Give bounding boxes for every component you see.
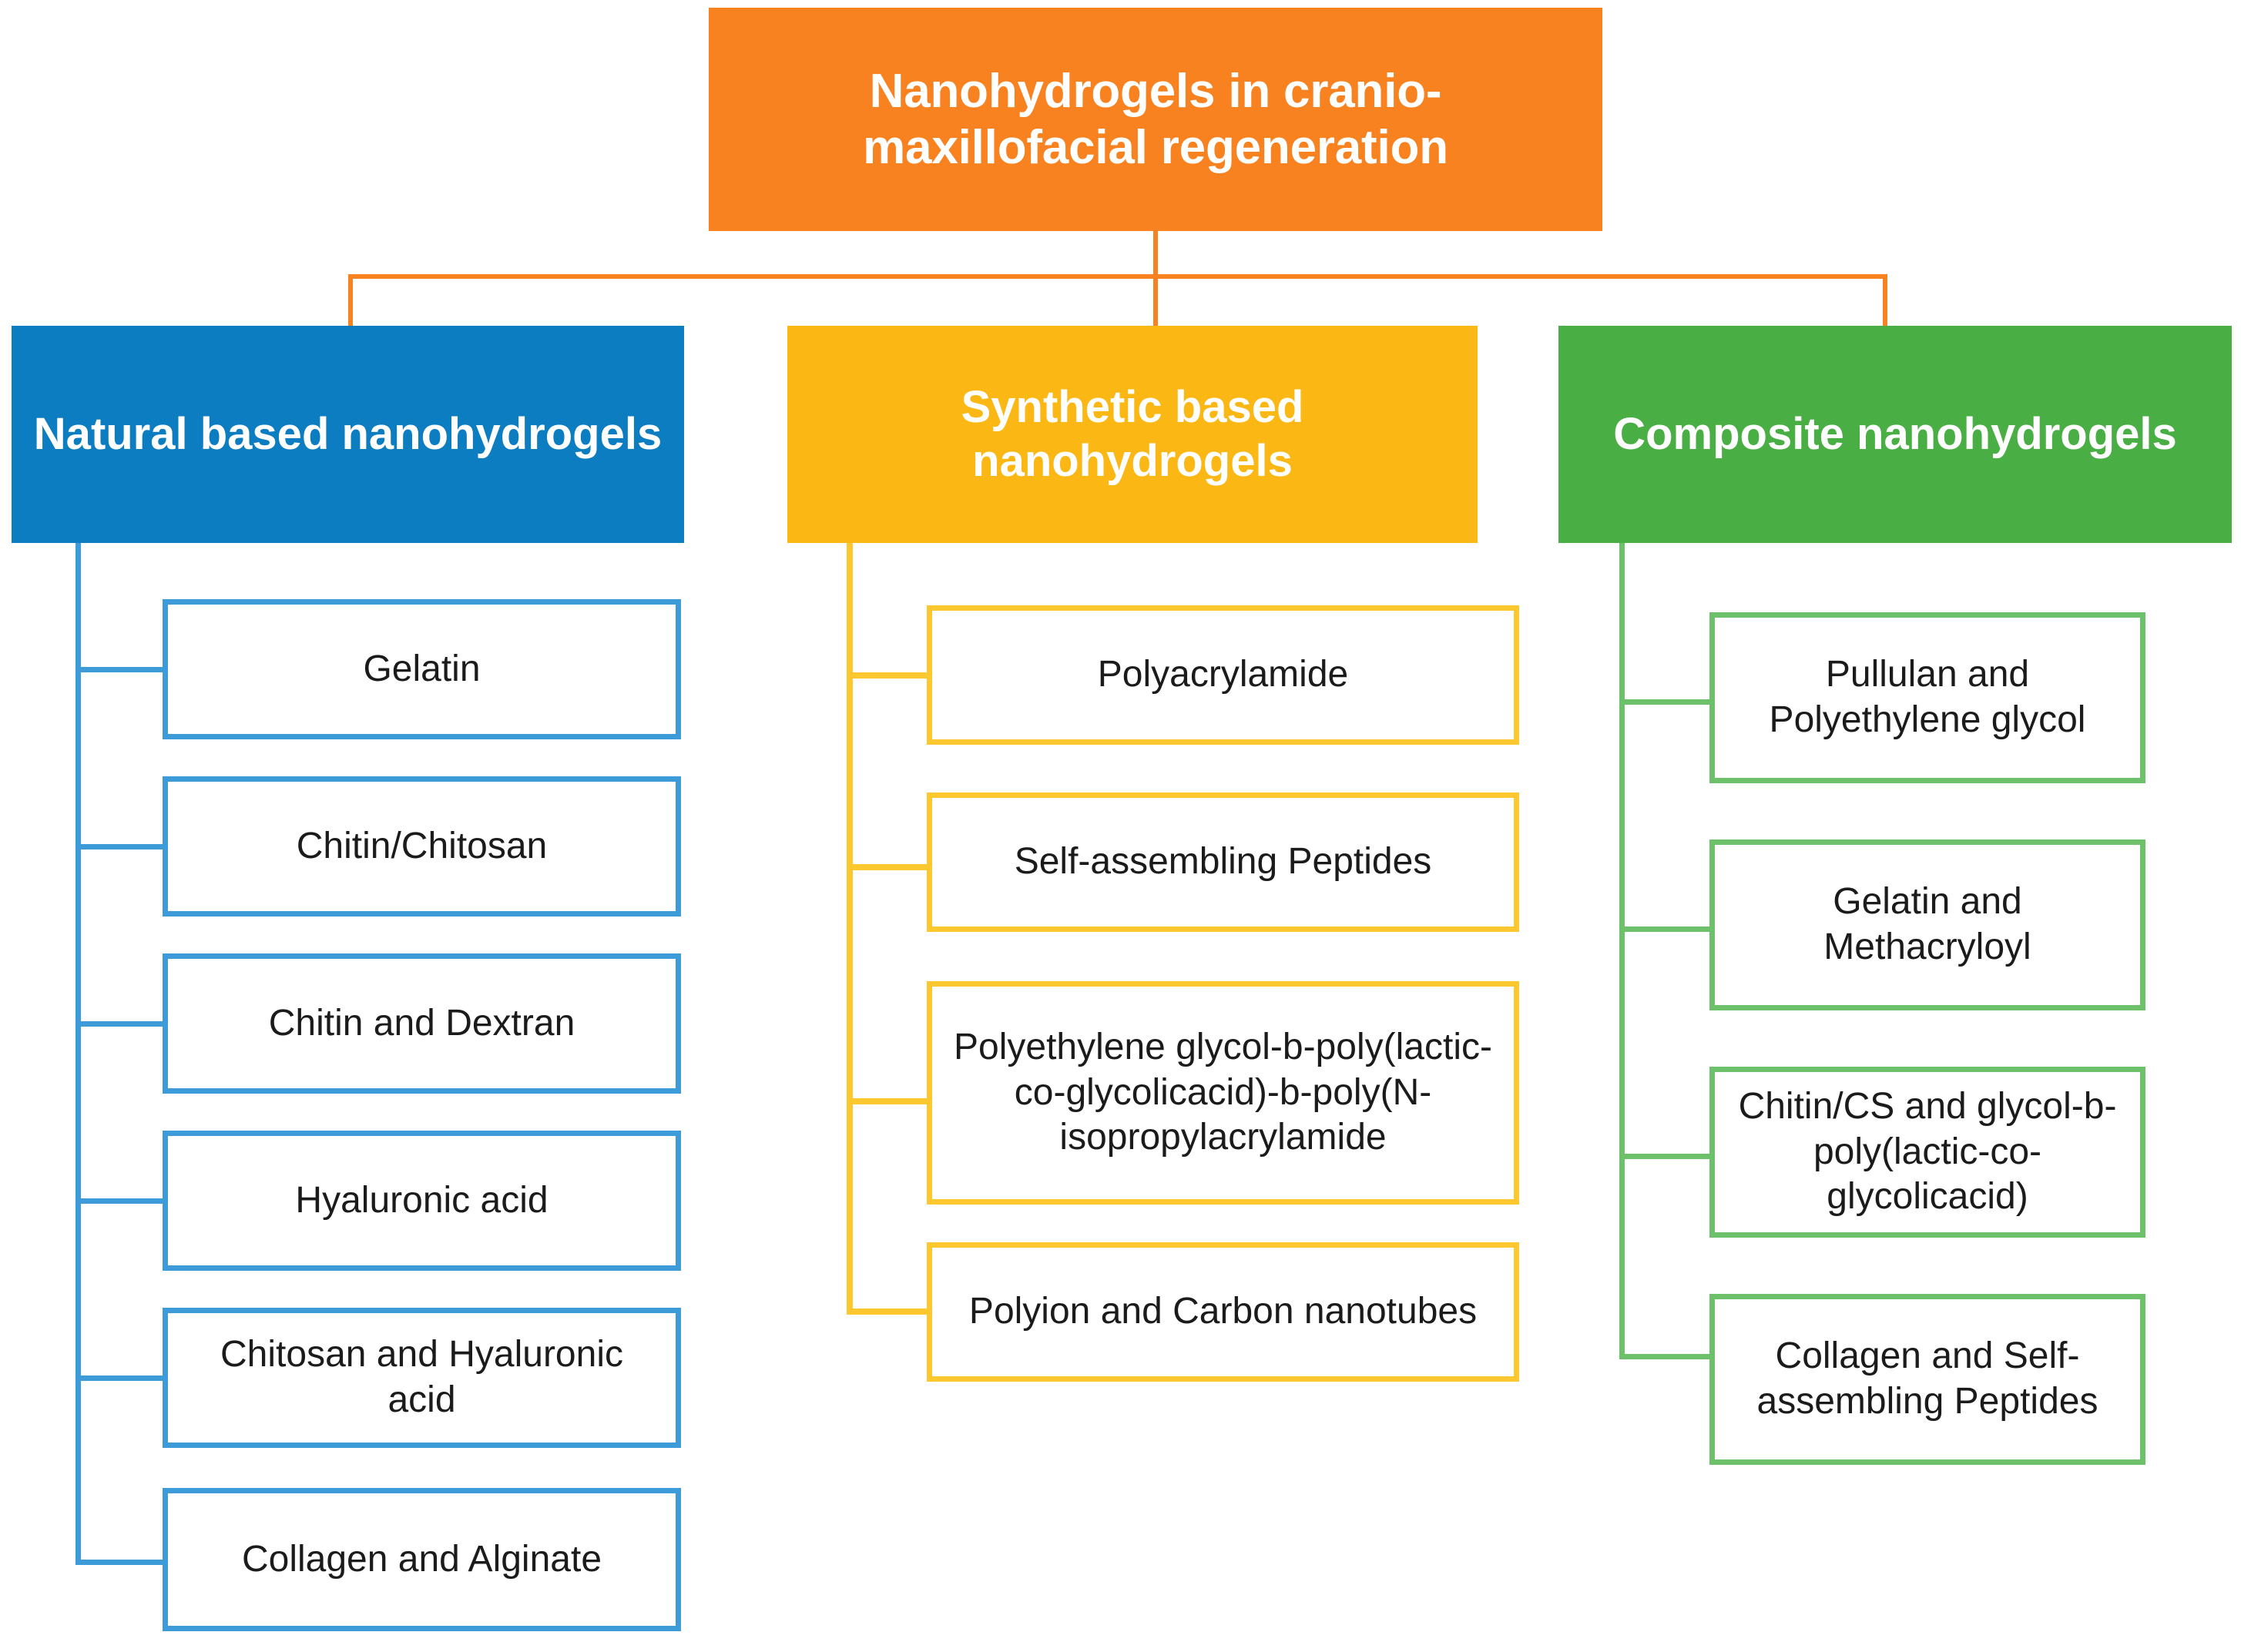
leaf-composite-3: Chitin/CS and glycol-b-poly(lactic-co-gl…: [1709, 1067, 2145, 1238]
elbow-composite-2: [1619, 927, 1715, 932]
leaf-label: Collagen and Alginate: [241, 1538, 602, 1580]
leaf-synthetic-4: Polyion and Carbon nanotubes: [927, 1242, 1519, 1382]
leaf-label: Hyaluronic acid: [295, 1179, 549, 1221]
leaf-synthetic-1: Polyacrylamide: [927, 605, 1519, 745]
category-synthetic: Synthetic based nanohydrogels: [787, 326, 1478, 543]
root-node: Nanohydrogels in cranio-maxillofacial re…: [709, 8, 1602, 231]
leaf-composite-4: Collagen and Self-assembling Peptides: [1709, 1294, 2145, 1465]
elbow-natural-5: [75, 1376, 166, 1381]
leaf-synthetic-3: Polyethylene glycol-b-poly(lactic-co-gly…: [927, 981, 1519, 1205]
connector-root-bus: [348, 274, 1887, 279]
connector-root-to-natural: [348, 274, 353, 327]
category-natural-label: Natural based nanohydrogels: [33, 409, 663, 460]
elbow-synthetic-4: [847, 1309, 931, 1315]
leaf-label: Chitin/Chitosan: [296, 825, 548, 866]
category-composite-label: Composite nanohydrogels: [1613, 409, 2177, 460]
connector-root-stem: [1153, 231, 1158, 277]
elbow-composite-4: [1619, 1354, 1715, 1359]
leaf-label: Collagen and Self-assembling Peptides: [1756, 1335, 2098, 1422]
leaf-natural-1: Gelatin: [163, 599, 681, 739]
elbow-natural-3: [75, 1021, 166, 1027]
category-composite: Composite nanohydrogels: [1558, 326, 2232, 543]
leaf-label: Chitin/CS and glycol-b-poly(lactic-co-gl…: [1738, 1086, 2117, 1218]
leaf-label: Gelatin and Methacryloyl: [1823, 881, 2031, 967]
leaf-composite-2: Gelatin and Methacryloyl: [1709, 839, 2145, 1010]
elbow-composite-3: [1619, 1154, 1715, 1159]
elbow-synthetic-3: [847, 1098, 931, 1104]
elbow-synthetic-2: [847, 864, 931, 870]
category-natural: Natural based nanohydrogels: [12, 326, 684, 543]
elbow-natural-2: [75, 844, 166, 849]
leaf-label: Chitin and Dextran: [268, 1002, 575, 1044]
leaf-natural-3: Chitin and Dextran: [163, 953, 681, 1094]
elbow-natural-4: [75, 1198, 166, 1204]
leaf-label: Polyacrylamide: [1097, 654, 1349, 695]
leaf-natural-2: Chitin/Chitosan: [163, 776, 681, 916]
leaf-label: Pullulan and Polyethylene glycol: [1769, 654, 2086, 740]
root-node-label: Nanohydrogels in cranio-maxillofacial re…: [863, 64, 1448, 174]
leaf-natural-6: Collagen and Alginate: [163, 1488, 681, 1631]
spine-natural: [75, 543, 81, 1565]
spine-composite: [1619, 543, 1625, 1359]
elbow-composite-1: [1619, 699, 1715, 705]
leaf-composite-1: Pullulan and Polyethylene glycol: [1709, 612, 2145, 783]
leaf-label: Chitosan and Hyaluronic acid: [220, 1334, 623, 1420]
leaf-synthetic-2: Self-assembling Peptides: [927, 792, 1519, 932]
leaf-label: Polyion and Carbon nanotubes: [968, 1291, 1478, 1332]
elbow-natural-1: [75, 667, 166, 672]
elbow-natural-6: [75, 1560, 166, 1565]
leaf-natural-4: Hyaluronic acid: [163, 1131, 681, 1271]
spine-synthetic: [847, 543, 853, 1314]
leaf-label: Polyethylene glycol-b-poly(lactic-co-gly…: [954, 1027, 1492, 1158]
leaf-natural-5: Chitosan and Hyaluronic acid: [163, 1308, 681, 1448]
category-synthetic-label: Synthetic based nanohydrogels: [961, 382, 1304, 486]
connector-root-to-synthetic: [1153, 274, 1158, 327]
elbow-synthetic-1: [847, 672, 931, 679]
connector-root-to-composite: [1883, 274, 1887, 327]
leaf-label: Gelatin: [363, 648, 481, 689]
leaf-label: Self-assembling Peptides: [1014, 841, 1432, 883]
